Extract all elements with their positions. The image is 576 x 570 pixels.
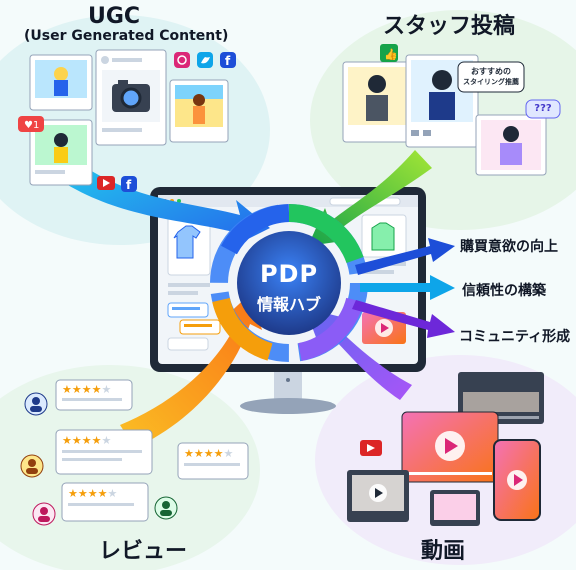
hub-subtitle: 情報ハブ: [256, 295, 321, 314]
outcome-arrow-1: [355, 238, 455, 275]
outbound-arrows: [352, 238, 455, 338]
ugc-subtitle: (User Generated Content): [24, 28, 229, 44]
like-badge: [18, 116, 44, 132]
staff-title: スタッフ投稿: [383, 14, 516, 39]
hub-ring-outer: [210, 204, 368, 362]
svg-text:f: f: [126, 178, 132, 192]
facebook-icon: [220, 52, 236, 68]
review-title: レビュー: [99, 539, 188, 564]
monitor-neck: [274, 372, 302, 402]
review-card-1: [55, 379, 133, 411]
staff-bubble-line2: スタイリング推薦: [463, 78, 519, 86]
review-card-3: [177, 442, 249, 480]
hub: [210, 204, 368, 362]
hub-ring-green: [288, 204, 364, 264]
review-cards: ★★★★★ ★★★★★ ★★★★★ ★★★★★: [20, 379, 249, 526]
thumbs-up-icon: [380, 44, 398, 62]
outcome-arrow-3: [352, 300, 455, 338]
facebook-icon-2: [121, 176, 137, 192]
svg-text:★★★★★: ★★★★★: [68, 487, 117, 500]
outcome-label-1: 購買意欲の向上: [460, 239, 558, 255]
staff-bubble-line1: おすすめの: [471, 67, 511, 76]
svg-text:★★★★★: ★★★★★: [184, 447, 233, 460]
hub-ring-blue: [221, 204, 290, 255]
staff-cards: 👍: [342, 44, 561, 176]
svg-text:★★★★★: ★★★★★: [62, 383, 111, 396]
svg-text:f: f: [225, 54, 231, 68]
outcome-arrow-2: [360, 275, 455, 300]
instagram-icon: [174, 52, 190, 68]
ugc-arrow: [45, 148, 270, 248]
hub-ring-orange: [212, 297, 273, 361]
video-title: 動画: [421, 539, 466, 564]
monitor-base: [240, 398, 336, 414]
svg-text:★★★★★: ★★★★★: [62, 434, 111, 447]
question-bubble: [525, 99, 561, 119]
ugc-title: UGC: [88, 4, 141, 29]
jacket-icon: [371, 222, 395, 251]
svg-text:♥1: ♥1: [24, 120, 39, 131]
review-card-4: [61, 482, 149, 522]
question-text: ???: [534, 103, 552, 114]
svg-text:👍: 👍: [384, 48, 398, 61]
review-arrow: [120, 292, 262, 448]
outcome-label-3: コミュニティ形成: [459, 329, 571, 345]
staff-speech-bubble: [457, 61, 525, 93]
hub-title: PDP: [259, 260, 319, 288]
screen-chat-3: [167, 337, 209, 351]
outcome-label-2: 信頼性の構築: [462, 283, 546, 299]
hub-core: [237, 231, 341, 335]
shirt-icon: [173, 225, 201, 259]
ugc-cards: ♥1 f f: [18, 49, 236, 192]
video-cards: [347, 372, 544, 526]
